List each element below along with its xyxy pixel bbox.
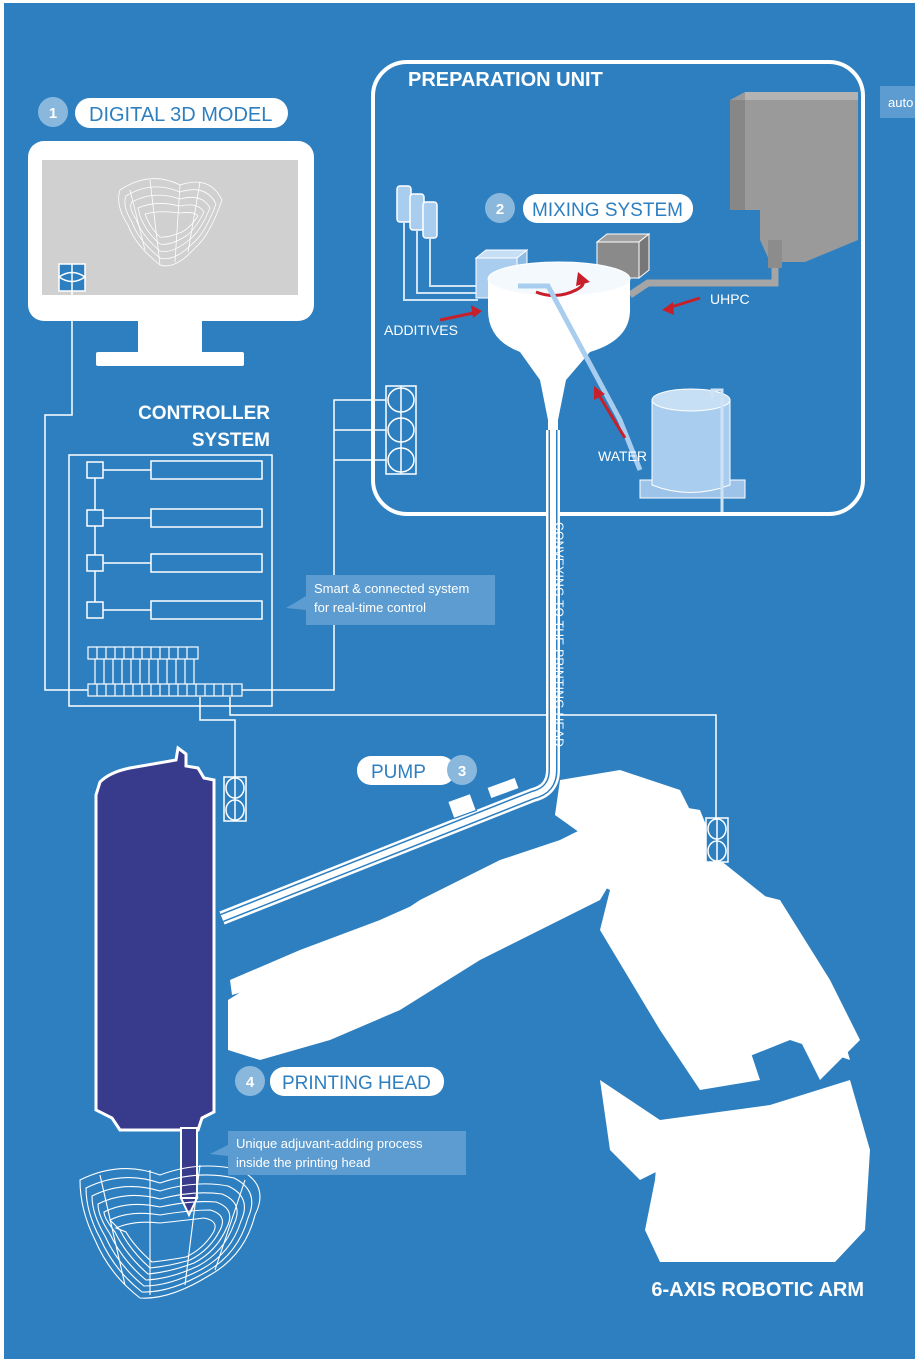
controller-note: Smart & connected system for real-time c… [286,575,495,625]
printing-head-note: Unique adjuvant-adding process inside th… [210,1131,466,1175]
step-1-number: 1 [49,105,57,122]
controller-title-line1: CONTROLLER [138,403,270,424]
robot-label: 6-AXIS ROBOTIC ARM [651,1279,864,1301]
pump-unit [446,792,478,820]
mixer [487,261,643,471]
controller-cabinet [68,454,273,707]
step-2-badge: 2 MIXING SYSTEM [485,193,693,223]
step-4-label: PRINTING HEAD [282,1073,431,1094]
silo-note-box [880,86,915,118]
preparation-unit-title: PREPARATION UNIT [408,69,603,91]
printing-note-line2: inside the printing head [236,1155,370,1170]
step-3-label: PUMP [371,762,426,783]
input-arrows [439,296,701,439]
additive-bottles [396,185,478,301]
robotic-arm: 6-AXIS ROBOTIC ARM [228,770,870,1301]
water-label: WATER [598,448,647,464]
step-1-badge: 1 DIGITAL 3D MODEL [38,97,288,128]
step-3-number: 3 [458,763,466,780]
uhpc-label: UHPC [710,291,750,307]
monitor-connector-icon [57,263,87,292]
preparation-unit: PREPARATION UNIT auto [371,60,915,516]
water-tank [639,388,746,512]
controller-note-line1: Smart & connected system [314,581,469,596]
printed-object [79,1164,261,1299]
controller-title-line2: SYSTEM [192,430,270,451]
silo-note: auto [888,95,913,110]
monitor [28,141,314,366]
step-2-number: 2 [496,201,504,218]
uhpc-silo: auto [628,86,915,298]
head-connector-icon [223,776,247,822]
printing-note-line1: Unique adjuvant-adding process [236,1136,423,1151]
controller-system: CONTROLLER SYSTEM [44,291,717,818]
conveying-hose: CONVEYING TO THE PRINTING HEAD [219,430,566,925]
terminal-block [87,646,243,697]
additives-label: ADDITIVES [384,322,458,338]
additive-box [474,248,529,300]
step-2-label: MIXING SYSTEM [532,200,683,221]
step-3-badge: 3 PUMP [357,755,477,785]
mixer-connectors-icon [385,385,417,475]
step-1-label: DIGITAL 3D MODEL [89,104,272,126]
preparation-unit-frame [371,60,865,516]
conveying-label: CONVEYING TO THE PRINTING HEAD [552,522,566,747]
printing-head [94,745,216,1218]
wireframe-model [118,178,223,267]
robot-connector-icon [705,817,729,863]
controller-note-line2: for real-time control [314,600,426,615]
step-4-number: 4 [246,1074,255,1091]
step-4-badge: 4 PRINTING HEAD [235,1066,444,1096]
